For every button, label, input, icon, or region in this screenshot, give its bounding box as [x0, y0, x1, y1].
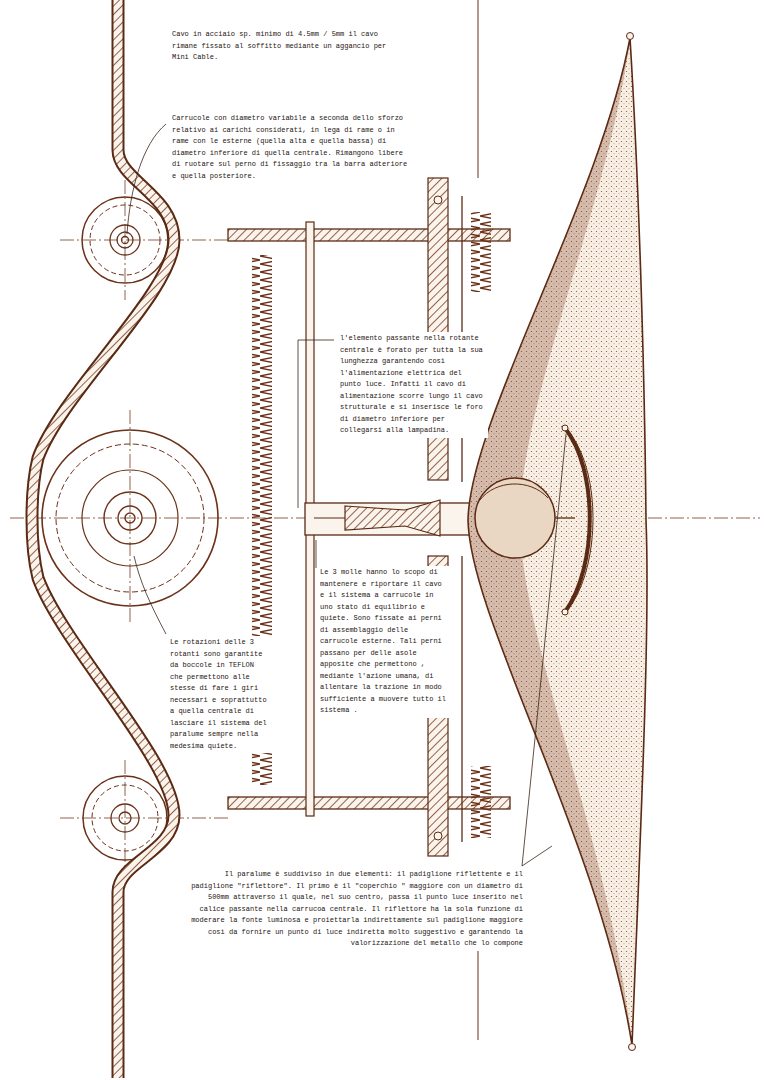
right-spring-top: [471, 212, 491, 292]
slot-pin: [434, 832, 442, 840]
pulley-groove: [56, 444, 204, 592]
pulley-hub: [111, 804, 139, 832]
leader-line: [316, 540, 317, 568]
slot-pin: [434, 196, 442, 204]
leader-line: [522, 846, 552, 866]
suspension-line: [478, 0, 479, 178]
pulley-top: [82, 197, 168, 283]
steel-cable-outline: [32, 0, 174, 1078]
leader-line: [127, 124, 166, 234]
pulley-rim: [82, 197, 168, 283]
bushing-note: Le rotazioni delle 3 rotanti sono garant…: [168, 636, 272, 753]
pulley-central: [42, 430, 218, 606]
lampshade-note: Il paralume è suddiviso in due elementi:…: [180, 868, 525, 951]
feed-hole: [314, 518, 345, 519]
leader-line: [134, 556, 166, 634]
lampshade-tip: [629, 1044, 636, 1051]
leader-line: [298, 340, 334, 508]
pulley-hub: [104, 492, 156, 544]
center-line: [125, 180, 126, 300]
leader-line: [522, 434, 566, 866]
right-spring-bottom: [471, 766, 491, 838]
center-line: [60, 818, 230, 819]
reflector-knob: [562, 425, 568, 431]
reflector-edge: [572, 436, 593, 604]
center-line: [130, 410, 131, 625]
pulley-web: [82, 470, 178, 566]
pulley-bushing: [118, 506, 142, 530]
reflector: [565, 428, 590, 612]
pulley-pin: [122, 237, 129, 244]
pulley-rim: [42, 430, 218, 606]
pulley-note: Carrucole con diametro variabile a secon…: [170, 112, 410, 183]
pulley-pin: [125, 513, 135, 523]
reflector-knob: [562, 609, 568, 615]
lampshade-tip: [627, 33, 634, 40]
bulb-tip: [555, 517, 575, 518]
pulley-hub: [110, 225, 140, 255]
bulb-shading: [480, 484, 548, 500]
center-line: [60, 240, 230, 241]
center-line: [125, 760, 126, 880]
bulb: [475, 478, 555, 558]
top-bar: [228, 229, 510, 241]
pulley-groove: [92, 785, 158, 851]
steel-cable: [32, 0, 174, 1078]
feed-note: l'elemento passante nella rotante centra…: [338, 332, 488, 438]
pulley-bushing: [117, 232, 133, 248]
center-lines: [10, 180, 760, 880]
pin-rod: [461, 556, 462, 842]
leader-lines: [127, 124, 566, 866]
spring-note: Le 3 molle hanno lo scopo di mantenere e…: [318, 566, 450, 718]
cable-note: Cavo in acciaio sp. minimo di 4.5mm / 5m…: [170, 28, 402, 65]
pulley-pin: [119, 812, 131, 824]
bottom-bar: [228, 797, 510, 809]
pulley-groove: [90, 205, 160, 275]
chalice: [345, 500, 440, 536]
